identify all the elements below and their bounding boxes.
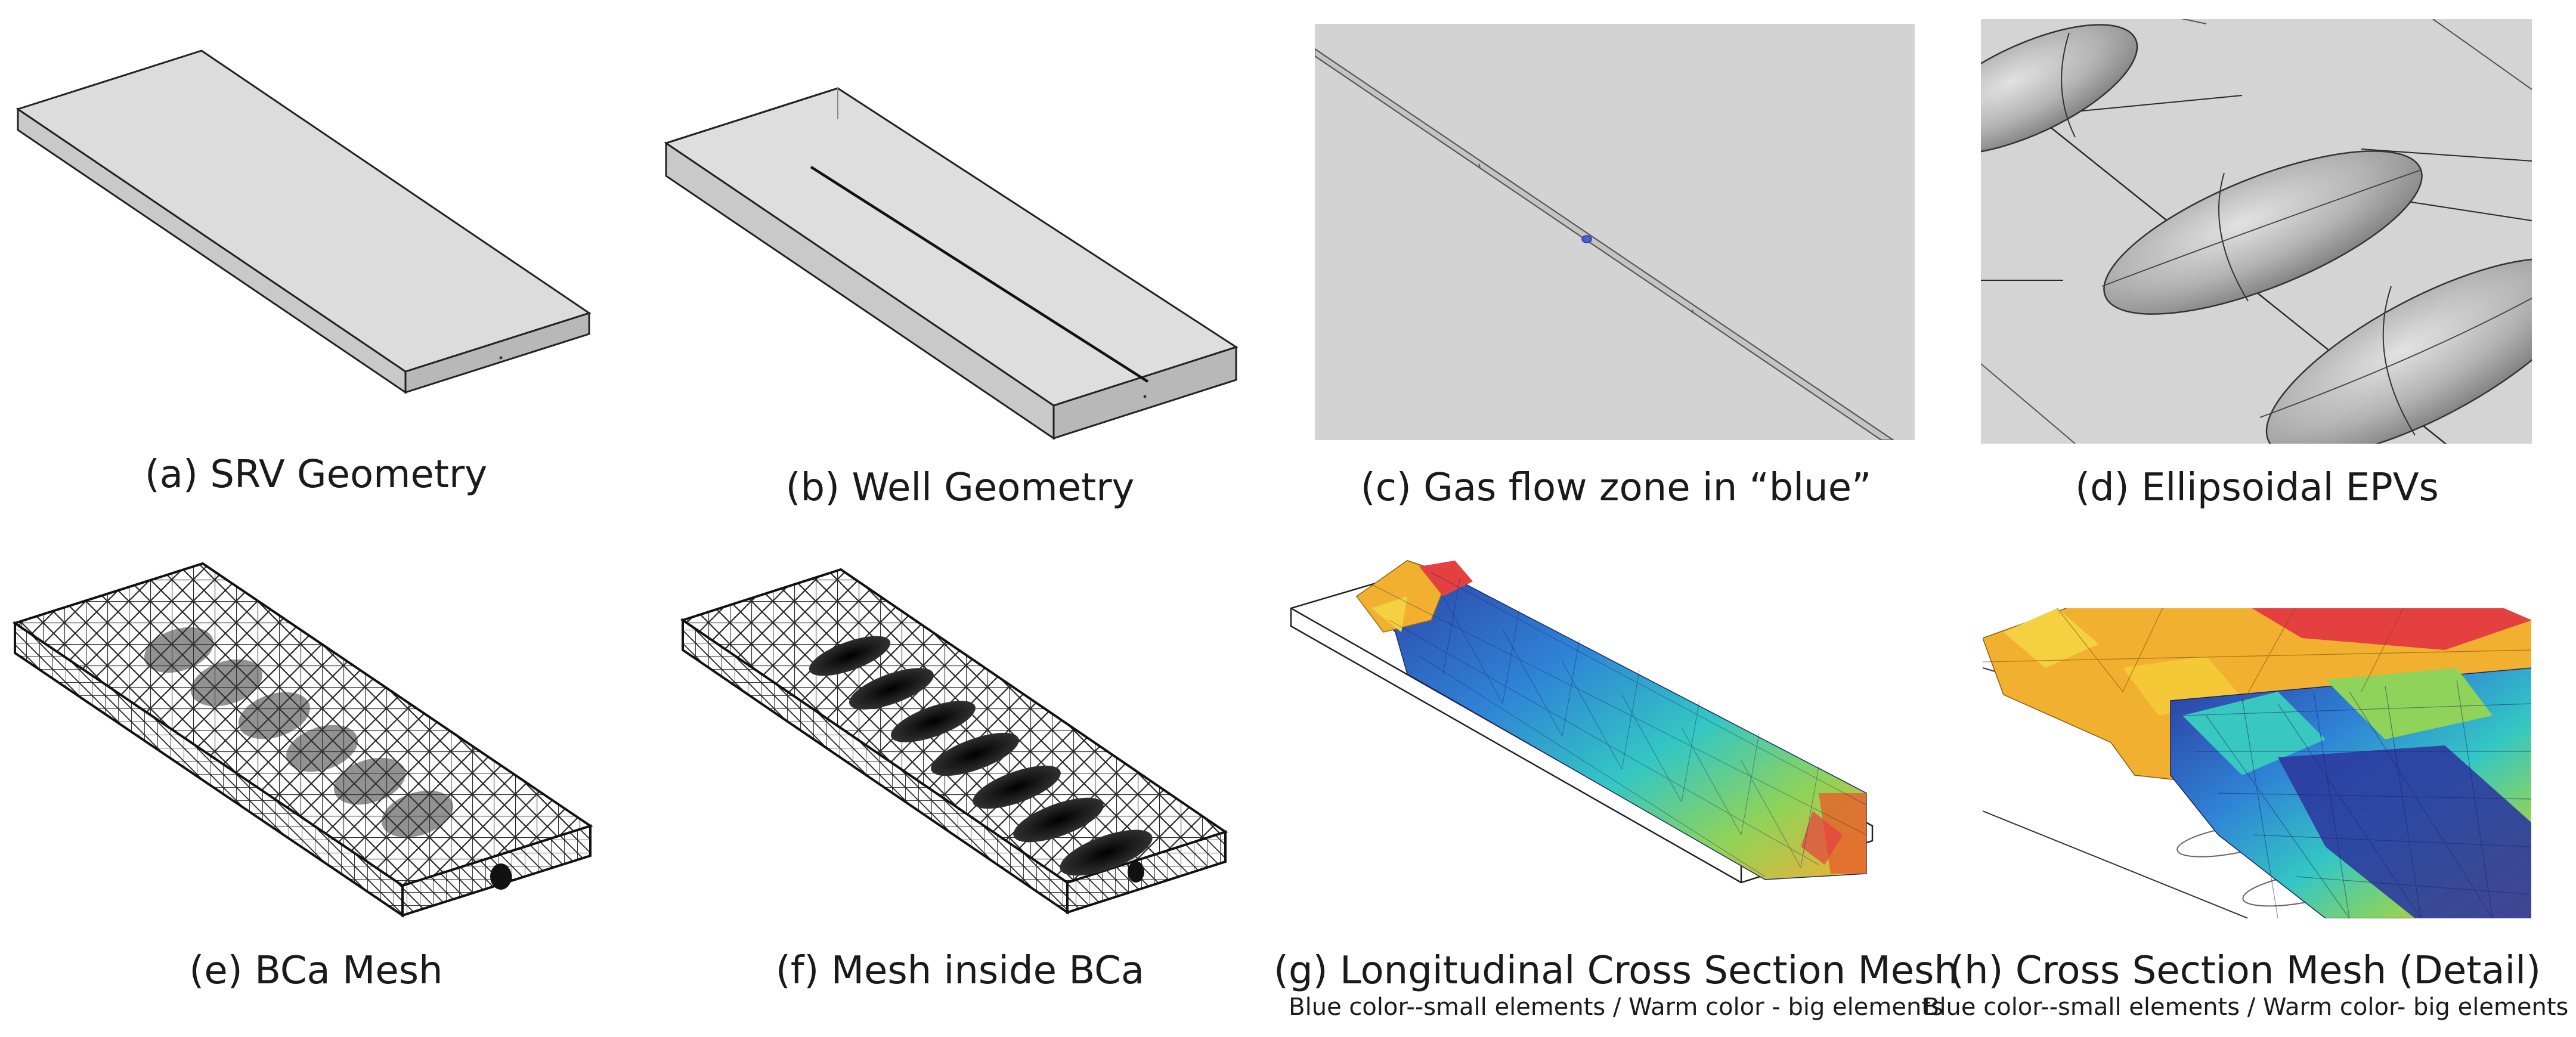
mesh-refinement-zones (144, 627, 454, 838)
panel-b-well-geometry (664, 87, 1239, 440)
epv-ellipsoid-1 (1981, 24, 2138, 155)
panel-a-srv-geometry (16, 49, 592, 394)
caption-a: (a) SRV Geometry (144, 453, 488, 497)
mesh-ellipsoids (809, 636, 1153, 876)
panel-h-cross-section-detail (1983, 608, 2531, 918)
subcaption-g: Blue color--small elements / Warm color … (1289, 993, 1943, 1021)
caption-g: (g) Longitudinal Cross Section Mesh (1274, 949, 1958, 993)
panel-e-bca-mesh (12, 562, 593, 918)
subcaption-h: Blue color--small elements / Warm color-… (1923, 993, 2569, 1021)
caption-b: (b) Well Geometry (785, 466, 1135, 510)
epv-ellipsoid-2 (2101, 150, 2423, 315)
detail-mesh-lines (2182, 679, 2531, 918)
caption-d: (d) Ellipsoidal EPVs (2075, 466, 2439, 510)
gas-zone-marker (1581, 235, 1592, 243)
caption-e: (e) BCa Mesh (189, 949, 443, 993)
panel-g-longitudinal-cross-section (1290, 560, 1874, 884)
caption-f: (f) Mesh inside BCa (775, 949, 1145, 993)
caption-c: (c) Gas flow zone in “blue” (1360, 466, 1872, 510)
epv-ellipsoid-3 (2259, 258, 2532, 444)
panel-d-ellipsoidal-epvs (1981, 19, 2532, 444)
panel-f-mesh-inside-bca (680, 568, 1228, 915)
caption-h: (h) Cross Section Mesh (Detail) (1949, 949, 2541, 993)
colored-mesh-lines (1371, 572, 1866, 877)
panel-c-gas-flow-zone (1315, 24, 1915, 440)
